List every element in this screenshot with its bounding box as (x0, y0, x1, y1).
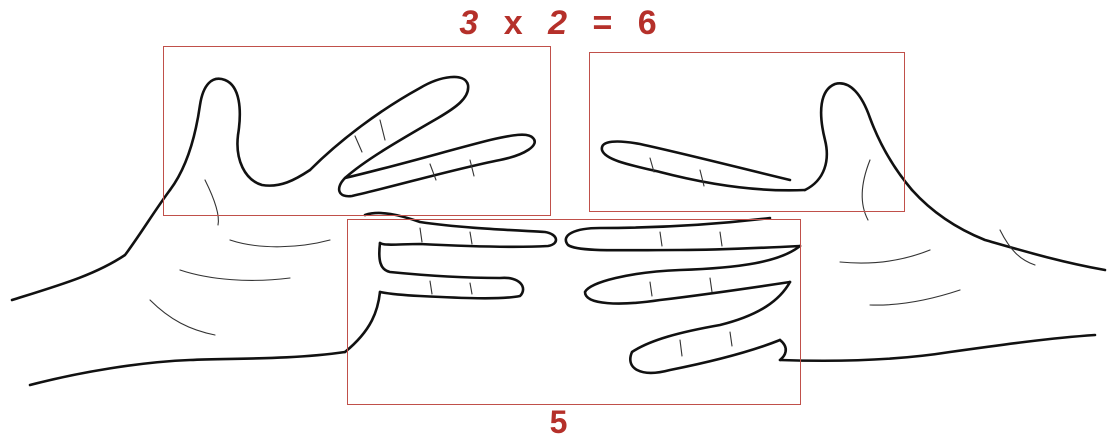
equation-label: 3 x 2 = 6 (0, 4, 1117, 43)
equation-equals: = (592, 4, 613, 42)
equation-operator: x (504, 4, 524, 42)
equation-result: 6 (638, 4, 658, 42)
middle-group-count: 5 (0, 404, 1117, 441)
right-group-box (589, 52, 905, 212)
equation-right-operand: 2 (548, 4, 568, 42)
equation-left-operand: 3 (459, 4, 479, 42)
left-group-box (163, 46, 551, 216)
middle-group-box (347, 219, 801, 405)
